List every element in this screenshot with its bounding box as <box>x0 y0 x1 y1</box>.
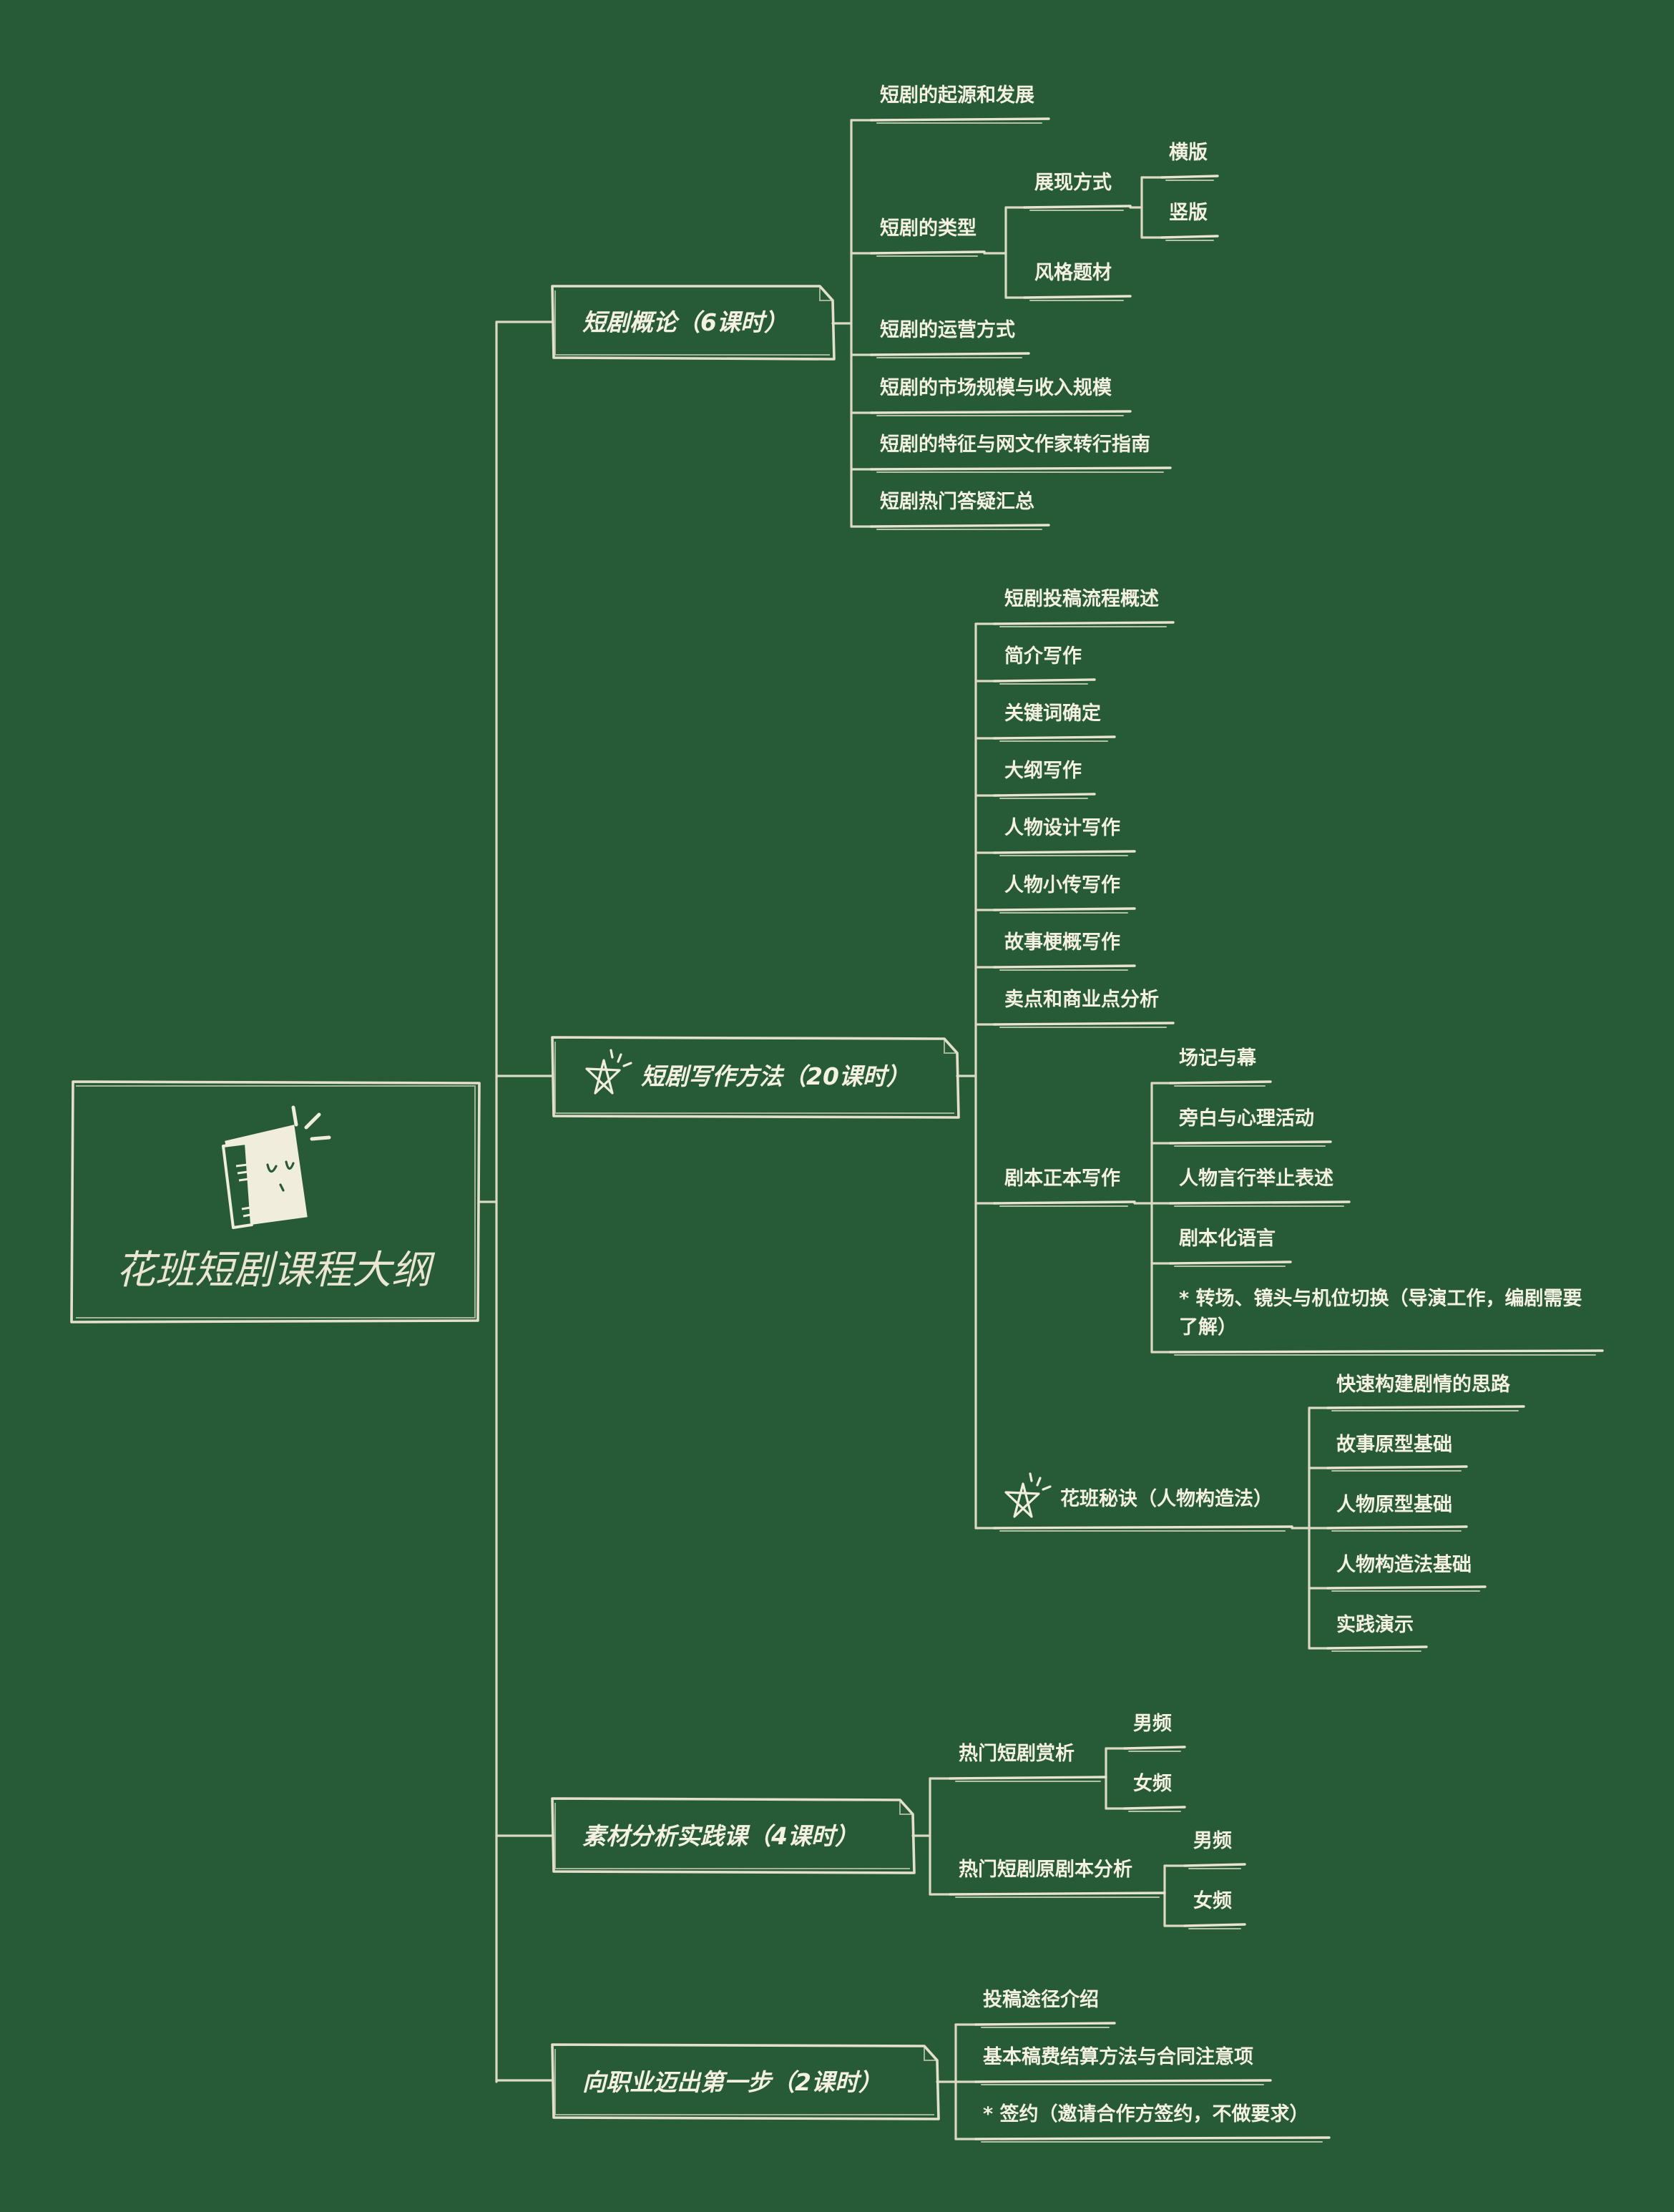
node-label[interactable]: 短剧的类型 <box>880 217 976 240</box>
root-title: 花班短剧课程大纲 <box>116 1247 436 1293</box>
node-label[interactable]: 热门短剧赏析 <box>959 1743 1075 1765</box>
node-label[interactable]: 展现方式 <box>1034 171 1112 194</box>
node-label[interactable]: 人物设计写作 <box>1004 817 1120 839</box>
node-label[interactable]: 短剧热门答疑汇总 <box>880 490 1034 513</box>
open-book-with-sparkle-icon <box>222 1105 331 1229</box>
node-label[interactable]: 场记与幕 <box>1179 1047 1257 1070</box>
node-label[interactable]: * 签约（邀请合作方签约，不做要求） <box>983 2103 1309 2125</box>
branch-1-children: 短剧的起源和发展 短剧的类型 展现方式 横版 竖版 风格题材 短剧的运营方式 短… <box>880 84 1208 513</box>
branch-title: 短剧写作方法（20课时） <box>641 1062 910 1090</box>
branch-4-children: 投稿途径介绍 基本稿费结算方法与合同注意项 * 签约（邀请合作方签约，不做要求） <box>983 1988 1309 2125</box>
branch-node-writing[interactable]: 短剧写作方法（20课时） <box>551 1036 960 1119</box>
branch-title: 短剧概论（6课时） <box>582 308 788 336</box>
node-label[interactable]: 人物小传写作 <box>1004 874 1120 896</box>
node-label[interactable]: 人物原型基础 <box>1336 1494 1452 1516</box>
node-label[interactable]: 旁白与心理活动 <box>1178 1107 1314 1130</box>
node-label[interactable]: 女频 <box>1193 1889 1232 1912</box>
branch-node-career[interactable]: 向职业迈出第一步（2课时） <box>551 2043 940 2120</box>
connector-lines <box>478 119 1329 2140</box>
branch-node-material[interactable]: 素材分析实践课（4课时） <box>551 1797 916 1874</box>
node-label[interactable]: 花班秘诀（人物构造法） <box>1060 1488 1273 1510</box>
node-label[interactable]: 简介写作 <box>1004 645 1082 667</box>
node-label[interactable]: 短剧投稿流程概述 <box>1004 587 1159 610</box>
node-label[interactable]: 剧本正本写作 <box>1004 1168 1120 1190</box>
node-label[interactable]: 横版 <box>1169 142 1208 164</box>
branch-title: 素材分析实践课（4课时） <box>582 1822 858 1850</box>
node-label[interactable]: 短剧的市场规模与收入规模 <box>880 376 1112 399</box>
node-label[interactable]: 女频 <box>1133 1772 1172 1795</box>
node-label[interactable]: 关键词确定 <box>1004 702 1101 725</box>
node-label[interactable]: 人物构造法基础 <box>1336 1554 1472 1576</box>
branch-title: 向职业迈出第一步（2课时） <box>582 2068 882 2096</box>
node-label[interactable]: 实践演示 <box>1336 1613 1414 1636</box>
node-label[interactable]: 剧本化语言 <box>1179 1228 1276 1250</box>
node-label[interactable]: 卖点和商业点分析 <box>1004 989 1159 1011</box>
node-label[interactable]: 男频 <box>1133 1713 1172 1735</box>
star-sparkle-icon <box>585 1049 632 1095</box>
node-label[interactable]: 大纲写作 <box>1004 759 1082 782</box>
branch-node-intro[interactable]: 短剧概论（6课时） <box>551 285 836 361</box>
star-sparkle-icon <box>1004 1472 1052 1518</box>
node-underlines <box>870 117 1604 2143</box>
node-label[interactable]: 热门短剧原剧本分析 <box>959 1859 1132 1881</box>
node-label[interactable]: 故事原型基础 <box>1336 1434 1452 1456</box>
node-label[interactable]: 人物言行举止表述 <box>1179 1167 1333 1190</box>
node-label[interactable]: 投稿途径介绍 <box>983 1988 1099 2011</box>
node-label-line2[interactable]: 了解） <box>1179 1316 1237 1339</box>
node-label[interactable]: 基本稿费结算方法与合同注意项 <box>983 2045 1253 2068</box>
node-label[interactable]: * 转场、镜头与机位切换（导演工作，编剧需要 <box>1179 1287 1582 1310</box>
node-label[interactable]: 短剧的运营方式 <box>880 318 1015 341</box>
node-label[interactable]: 快速构建剧情的思路 <box>1336 1373 1511 1396</box>
node-label[interactable]: 风格题材 <box>1034 262 1112 284</box>
root-node[interactable]: 花班短剧课程大纲 <box>70 1080 481 1323</box>
branch-3-children: 热门短剧赏析 男频 女频 热门短剧原剧本分析 男频 女频 <box>959 1713 1232 1912</box>
node-label[interactable]: 故事梗概写作 <box>1004 931 1120 954</box>
node-label[interactable]: 竖版 <box>1169 202 1208 224</box>
branch-2-children: 短剧投稿流程概述 简介写作 关键词确定 大纲写作 人物设计写作 人物小传写作 故… <box>1004 587 1582 1636</box>
node-label[interactable]: 短剧的特征与网文作家转行指南 <box>880 433 1150 456</box>
node-label[interactable]: 男频 <box>1193 1830 1232 1852</box>
node-label[interactable]: 短剧的起源和发展 <box>880 84 1034 107</box>
